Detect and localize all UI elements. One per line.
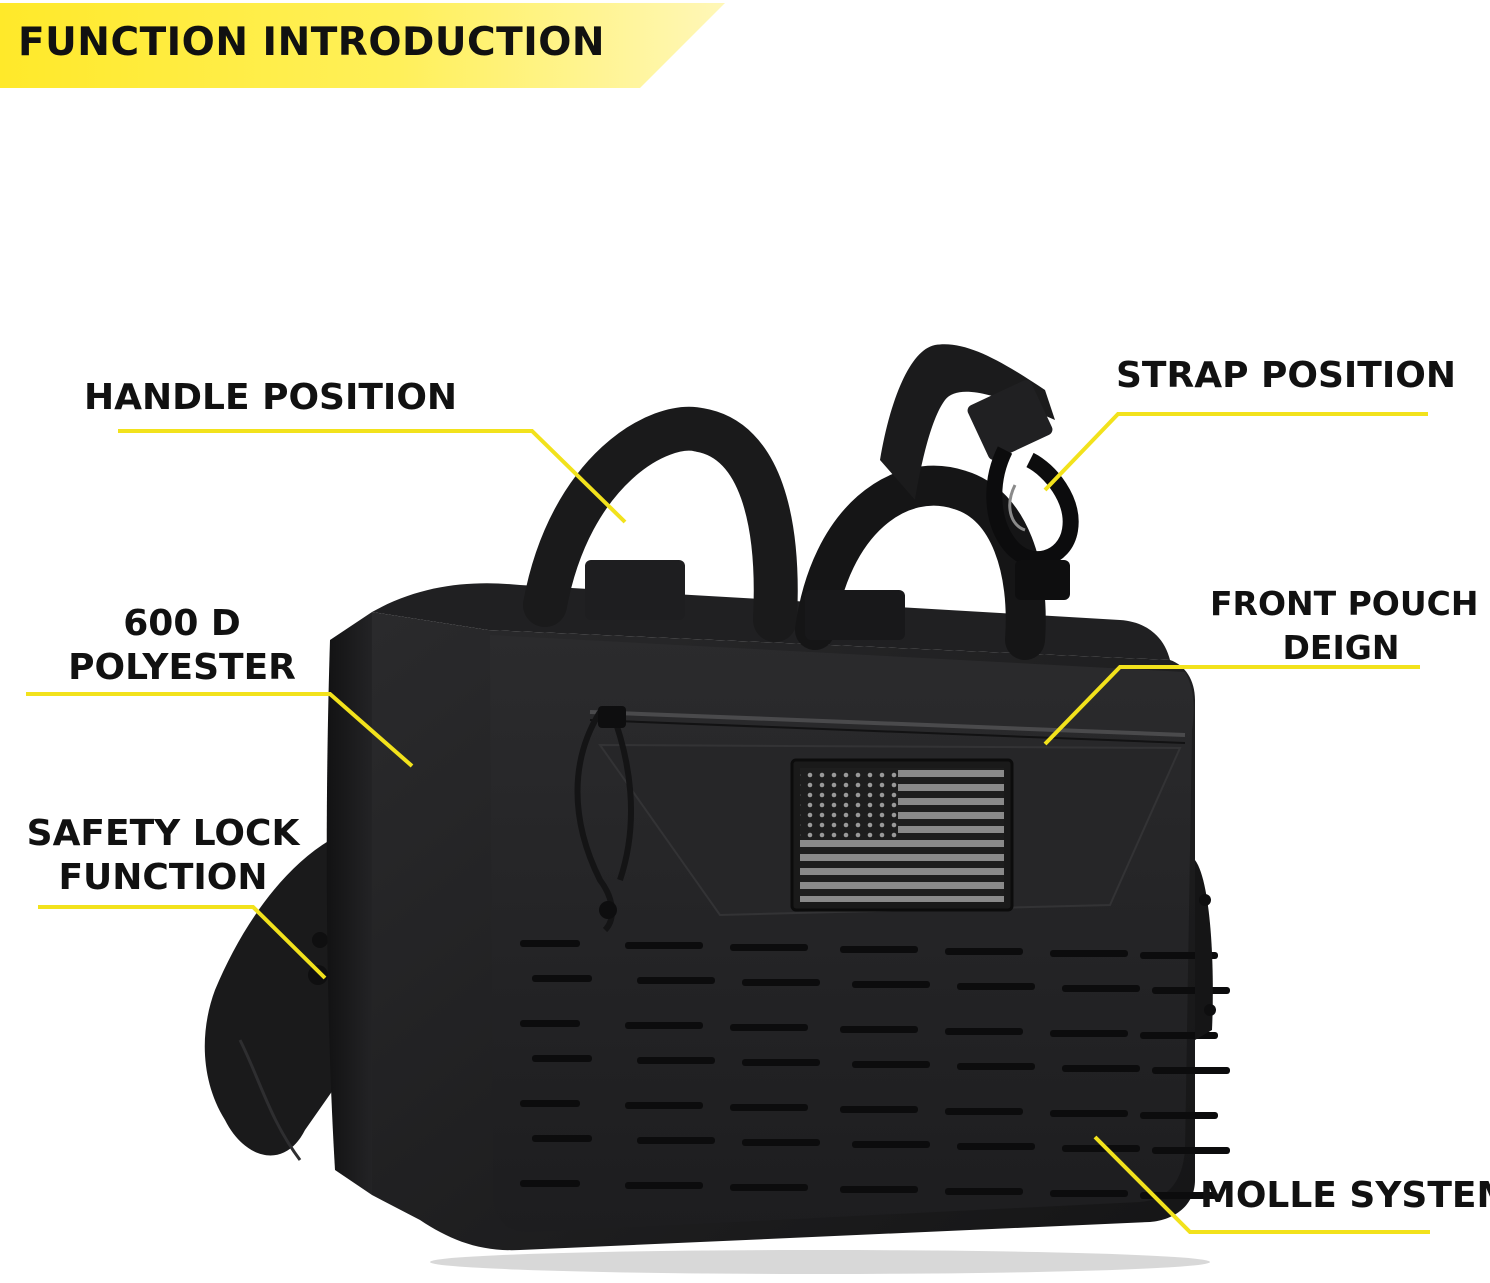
label-strap-position: STRAP POSITION <box>1116 355 1456 396</box>
molle-slot <box>520 1020 580 1027</box>
shoulder-strap-right <box>880 344 1079 600</box>
molle-slot <box>520 1180 580 1187</box>
molle-slot <box>852 1141 930 1148</box>
molle-slot <box>520 1100 580 1107</box>
molle-slot <box>1050 1190 1128 1197</box>
flag-patch <box>790 758 1014 912</box>
molle-slot <box>852 1061 930 1068</box>
molle-slot <box>840 1106 918 1113</box>
bag-right-side <box>1195 860 1213 1040</box>
molle-slot <box>1152 1067 1230 1074</box>
label-molle-system: MOLLE SYSTEM <box>1200 1175 1490 1216</box>
label-600d-polyester-line2: POLYESTER <box>68 647 296 688</box>
molle-slot <box>520 940 580 947</box>
molle-slot <box>1062 1145 1140 1152</box>
callout-lines <box>26 412 1430 1234</box>
label-handle-position: HANDLE POSITION <box>84 377 458 418</box>
shoulder-strap-left <box>204 840 340 1161</box>
molle-slot <box>945 1028 1023 1035</box>
bag-shadow <box>430 1250 1210 1274</box>
callout-line-molle <box>1093 1135 1430 1234</box>
molle-slot <box>945 948 1023 955</box>
molle-slot <box>625 1102 703 1109</box>
molle-slot <box>840 1186 918 1193</box>
molle-slot <box>730 1024 808 1031</box>
molle-slot <box>957 1063 1035 1070</box>
callout-line-safety-lock <box>38 905 327 980</box>
bag-side-panel <box>326 612 372 1195</box>
front-pouch-zipper <box>589 710 1186 737</box>
molle-slot <box>532 975 592 982</box>
molle-slot <box>1152 1147 1230 1154</box>
molle-slot <box>625 1022 703 1029</box>
callout-line-polyester <box>26 692 414 768</box>
molle-slot <box>625 1182 703 1189</box>
page-title: FUNCTION INTRODUCTION <box>18 20 606 65</box>
label-front-pouch-line2: DEIGN <box>1282 628 1400 667</box>
molle-slot <box>742 1059 820 1066</box>
molle-slot <box>637 1057 715 1064</box>
molle-slot <box>1050 1110 1128 1117</box>
molle-slot <box>852 981 930 988</box>
label-front-pouch-design: FRONT POUCH DEIGN <box>1210 582 1479 670</box>
molle-slot <box>957 1143 1035 1150</box>
molle-slot <box>625 942 703 949</box>
molle-slot <box>957 983 1035 990</box>
label-front-pouch-line1: FRONT POUCH <box>1210 584 1479 623</box>
callout-line-handle <box>118 429 627 524</box>
molle-slot <box>730 944 808 951</box>
molle-slot <box>945 1188 1023 1195</box>
molle-slot <box>840 1026 918 1033</box>
zipper-pull-cord <box>574 706 634 933</box>
molle-slot <box>637 977 715 984</box>
label-600d-polyester-line1: 600 D <box>123 603 241 644</box>
molle-slot <box>1152 987 1230 994</box>
molle-slot <box>532 1135 592 1142</box>
molle-slot <box>1050 950 1128 957</box>
molle-slot <box>637 1137 715 1144</box>
molle-slot <box>1062 985 1140 992</box>
label-safety-lock-line1: SAFETY LOCK <box>26 813 300 854</box>
molle-slot <box>945 1108 1023 1115</box>
molle-slot <box>742 979 820 986</box>
header-banner: FUNCTION INTRODUCTION <box>0 0 730 90</box>
molle-slot <box>730 1104 808 1111</box>
molle-slot <box>1050 1030 1128 1037</box>
molle-slot <box>840 946 918 953</box>
label-safety-lock-function: SAFETY LOCK FUNCTION <box>22 812 304 900</box>
molle-slot <box>730 1184 808 1191</box>
label-safety-lock-line2: FUNCTION <box>58 857 268 898</box>
molle-slot <box>1062 1065 1140 1072</box>
molle-slot <box>742 1139 820 1146</box>
molle-slot <box>1140 1192 1218 1199</box>
label-600d-polyester: 600 D POLYESTER <box>62 602 302 690</box>
callout-line-strap <box>1043 412 1428 492</box>
molle-slot <box>1140 1112 1218 1119</box>
carry-handles <box>523 406 1046 660</box>
molle-slot <box>532 1055 592 1062</box>
callout-line-front-pouch <box>1043 665 1420 746</box>
banner-background <box>0 3 725 88</box>
